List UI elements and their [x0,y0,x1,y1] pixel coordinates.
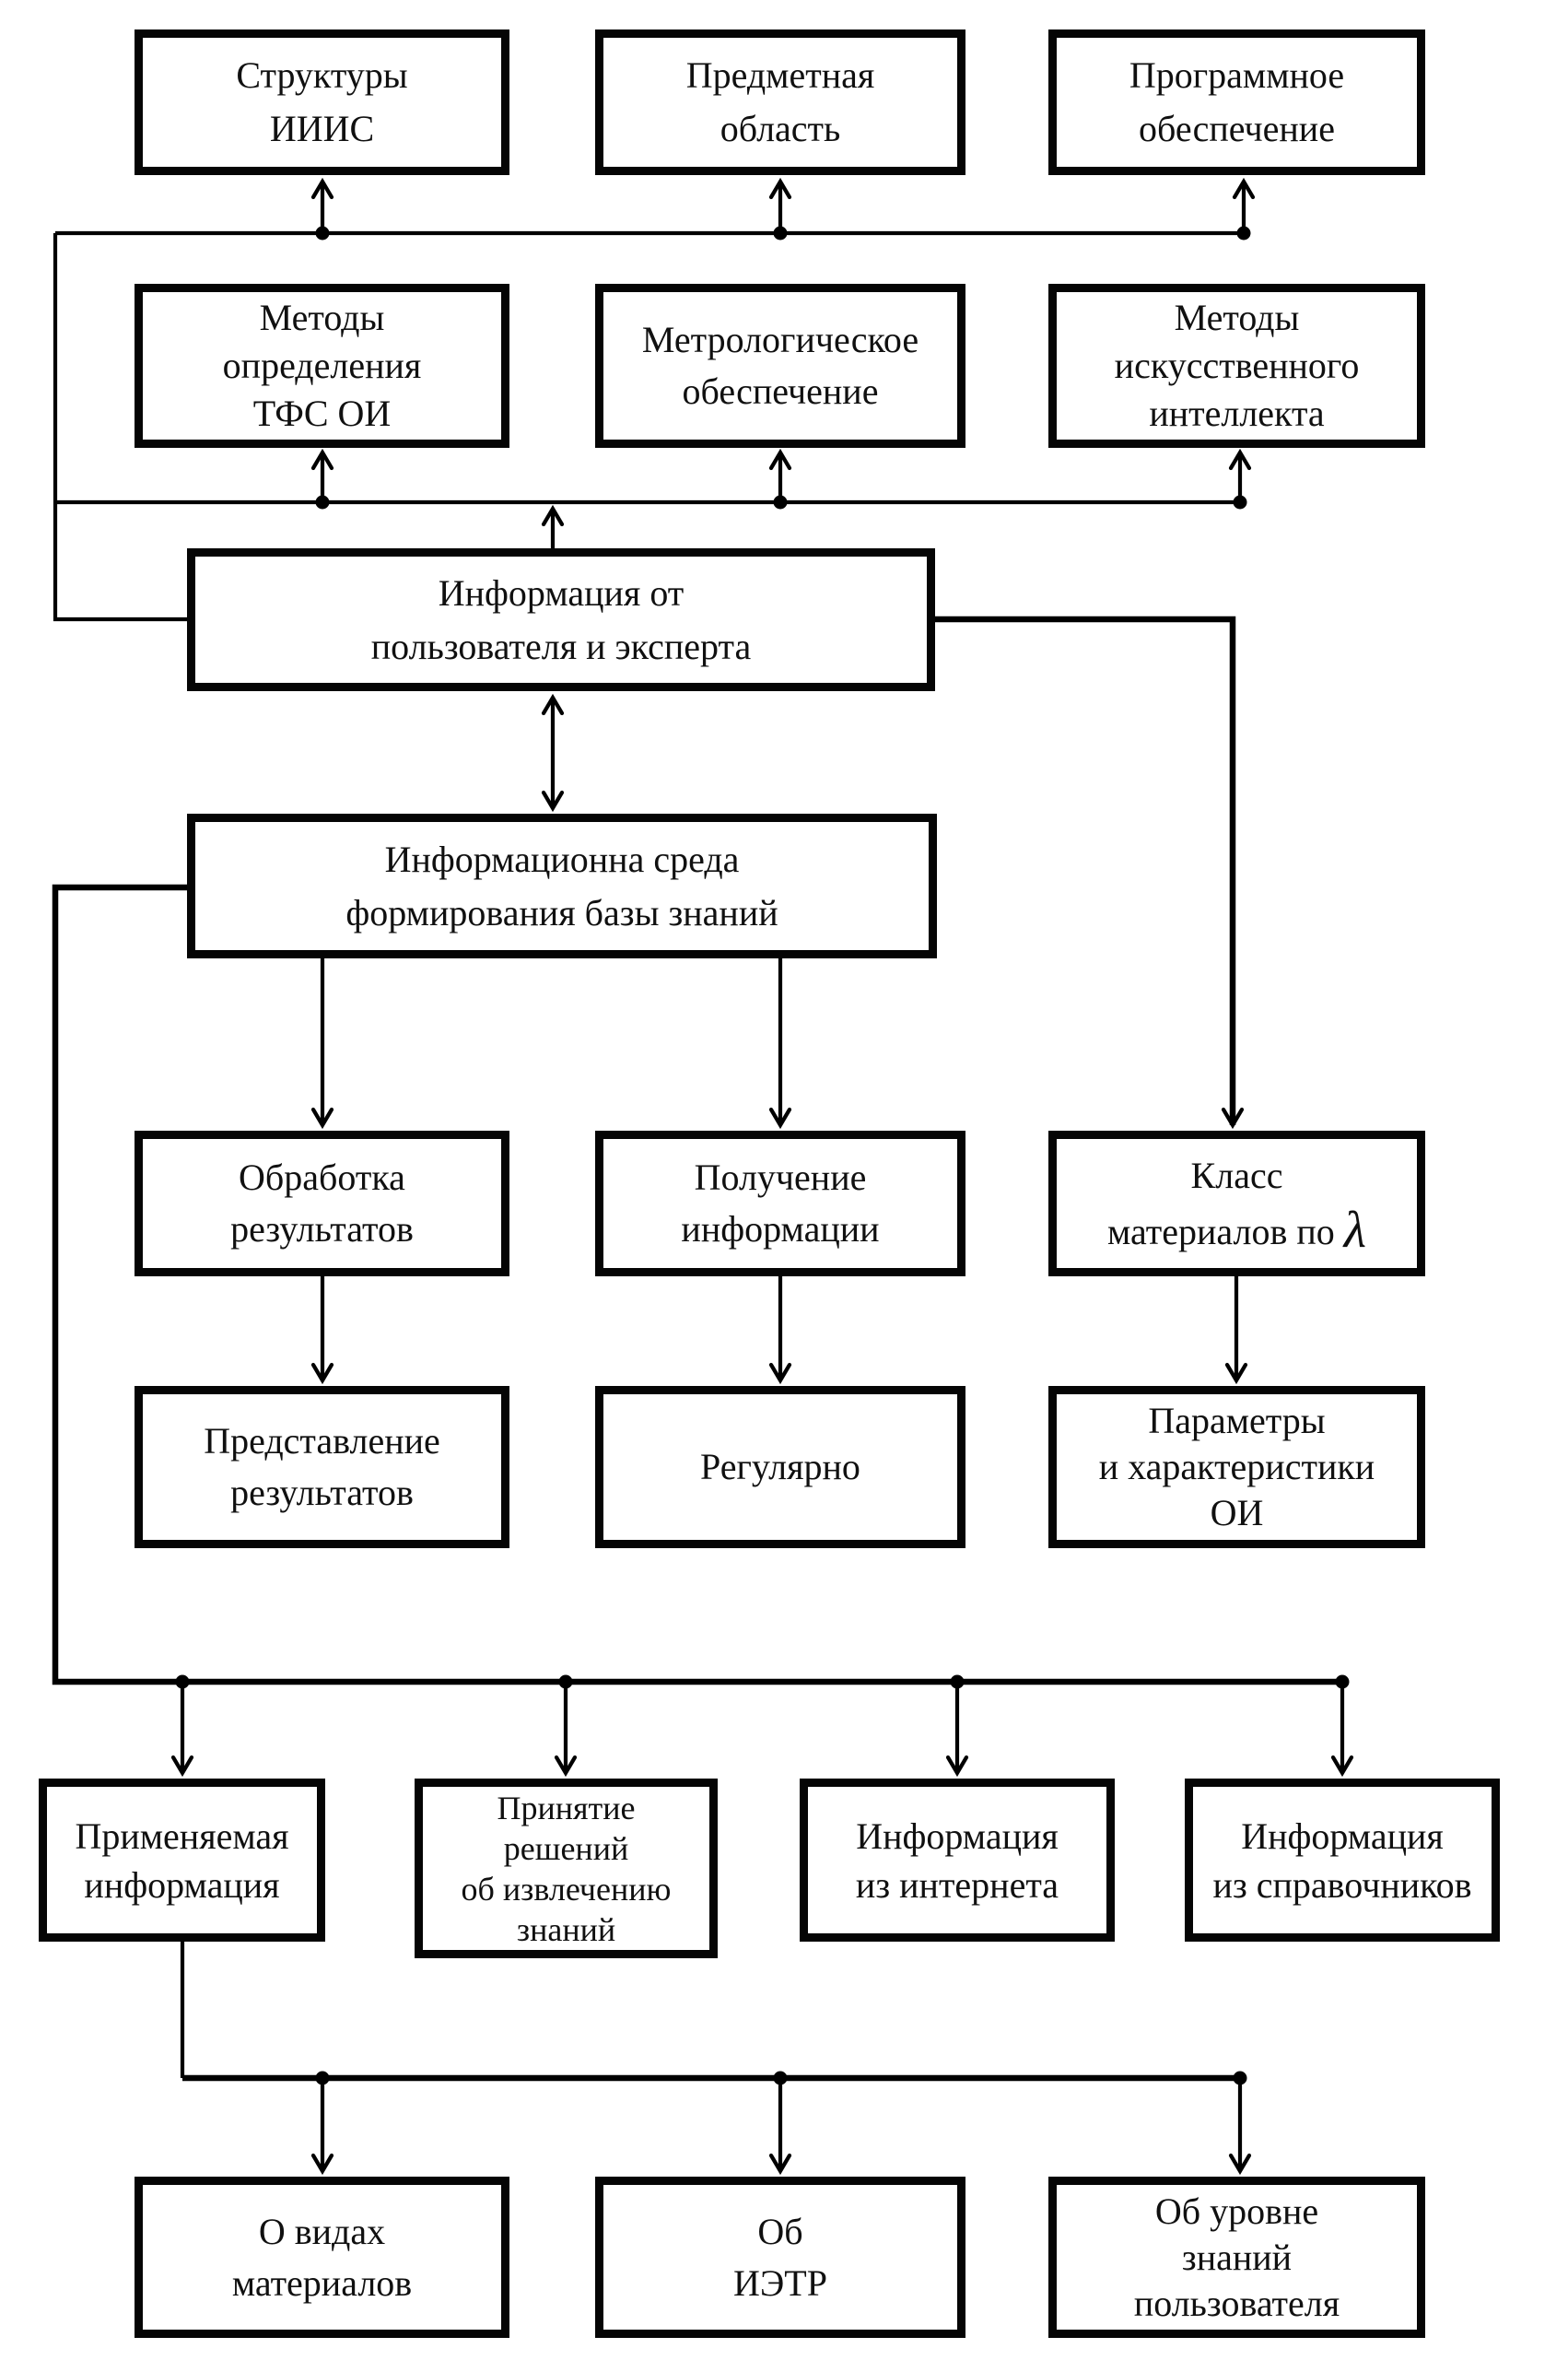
node-programmnoe-obespechenie: Программное обеспечение [1048,29,1425,175]
edge-right-rail [935,616,1245,1130]
node-label-line: Информация [856,1814,1059,1857]
node-label-line: результатов [230,1472,414,1513]
node-label-line: искусственного [1114,345,1360,386]
node-informatsiya-iz-interneta: Информация из интернета [800,1779,1115,1942]
node-label-line: материалов [231,2261,413,2304]
node-label-line: Метрологическое [641,319,919,360]
node-predstavlenie-rezultatov: Представление результатов [135,1386,509,1548]
node-informatsionna-sreda: Информационна среда формирования базы зн… [187,814,937,958]
node-label-line: и характеристики [1098,1446,1375,1487]
node-prinyatie-resheniy: Принятие решений об извлечению знаний [415,1779,718,1958]
node-label-line: решений [503,1829,629,1867]
node-label-text: материалов по [1106,1210,1335,1252]
junction-dot [773,226,788,241]
node-label-line: информации [681,1208,880,1250]
node-label-line: ТФС ОИ [252,393,392,434]
node-label-line: из интернета [855,1863,1059,1906]
node-label-line: Об [757,2210,803,2252]
node-label-line: Применяемая [75,1814,289,1857]
node-poluchenie-informatsii: Получение информации [595,1131,965,1276]
node-metody-ii: Методы искусственного интеллекта [1048,284,1425,448]
node-label-line: об извлечению [461,1870,672,1908]
node-o-vidah-materialov: О видах материалов [135,2177,509,2338]
node-label-line: интеллекта [1149,393,1325,434]
node-label-line: формирования базы знаний [345,891,778,934]
node-label-line: определения [222,345,422,386]
junction-dot [1233,2071,1247,2085]
node-primenyaemaya-informatsiya: Применяемая информация [39,1779,325,1942]
junction-dot [315,226,330,241]
node-label-line: Получение [694,1157,867,1198]
node-label-line: Регулярно [700,1446,860,1487]
node-label-line: Принятие [497,1789,636,1826]
node-obrabotka-rezultatov: Обработка результатов [135,1131,509,1276]
junction-dot [773,2071,788,2085]
node-label-line: Информация [1241,1814,1444,1857]
node-parametry-oi: Параметры и характеристики ОИ [1048,1386,1425,1548]
node-regulyarno: Регулярно [595,1386,965,1548]
node-ob-urovne-znaniy: Об уровне знаний пользователя [1048,2177,1425,2338]
junction-dot [558,1674,573,1689]
node-label-line: Параметры [1148,1400,1326,1441]
junction-dot [950,1674,965,1689]
node-label-line: Об уровне [1154,2190,1319,2232]
node-label-line: Методы [1174,297,1300,338]
node-label-line: Структуры [236,54,408,96]
node-label-line: Методы [259,297,385,338]
lambda-symbol: λ [1343,1201,1367,1259]
node-label-line: Информационна среда [384,838,740,880]
node-label-line: результатов [230,1208,414,1250]
node-label-line: Представление [204,1420,440,1462]
node-informatsiya-iz-spravochnikov: Информация из справочников [1185,1779,1500,1942]
node-predmetnaya-oblast: Предметная область [595,29,965,175]
node-label-line: пользователя и эксперта [370,625,752,667]
junction-dot [315,2071,330,2085]
junction-dot [315,495,330,510]
node-label-line: Программное [1129,54,1345,96]
junction-dot [175,1674,190,1689]
node-label-line: из справочников [1212,1863,1472,1906]
node-label-line: информация [84,1863,280,1906]
node-label-line: Информация от [438,571,685,614]
node-label-line: область [720,108,841,149]
bus-row5-rail [52,884,1342,1685]
node-metrologicheskoe-obespechenie: Метрологическое обеспечение [595,284,965,448]
node-label-line: ИЭТР [733,2261,827,2304]
node-label-line: ОИ [1210,1492,1264,1533]
node-label-line: знаний [516,1910,616,1948]
node-struktury-iiis: Структуры ИИИС [135,29,509,175]
node-label-line: ИИИС [269,108,375,149]
junction-dot [1236,226,1251,241]
junction-dot [1335,1674,1350,1689]
node-label-line: О видах [258,2210,386,2252]
node-ob-ietr: Об ИЭТР [595,2177,965,2338]
node-informatsiya-ot-polzovatelya: Информация от пользователя и эксперта [187,548,935,691]
node-metody-opredeleniya-tfs: Методы определения ТФС ОИ [135,284,509,448]
node-label-line: Класс [1190,1154,1283,1196]
edge-left-rail-upper [53,233,187,622]
node-label-line: Предметная [685,54,875,96]
node-label-line: знаний [1181,2236,1293,2278]
node-label-line: обеспечение [1139,108,1335,149]
junction-dot [1233,495,1247,510]
node-label-line: пользователя [1133,2282,1340,2324]
junction-dot [773,495,788,510]
node-label-line: обеспечение [682,370,879,412]
node-label-line: Обработка [239,1157,405,1198]
